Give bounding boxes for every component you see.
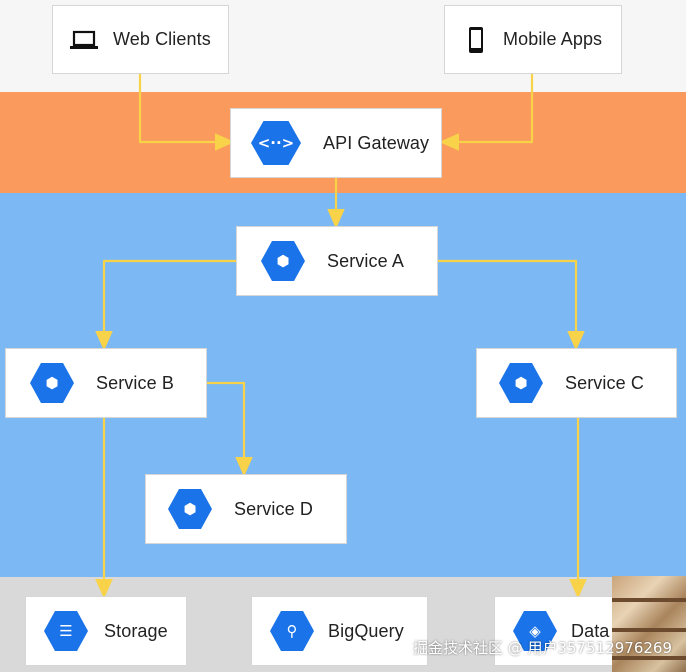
service-a-to-service-b-connector	[95, 259, 236, 351]
service-c-hexagon-icon: ⬢	[499, 363, 543, 403]
data-label: Data	[571, 620, 610, 641]
laptop-icon	[69, 29, 99, 51]
service-c-label: Service C	[565, 372, 644, 393]
storage-label: Storage	[104, 620, 168, 641]
web-clients-node[interactable]: Web Clients	[52, 5, 229, 74]
service-c-node[interactable]: ⬢ Service C	[476, 348, 677, 418]
service-b-label: Service B	[96, 372, 174, 393]
mobile-apps-node[interactable]: Mobile Apps	[444, 5, 622, 74]
service-a-to-service-c-connector	[438, 259, 585, 351]
bigquery-label: BigQuery	[328, 620, 404, 641]
mobile-to-gateway-connector	[439, 74, 534, 151]
web-to-gateway-connector	[138, 74, 235, 151]
api-gateway-icon: <··>	[251, 121, 301, 165]
service-b-hexagon-icon: ⬢	[30, 363, 74, 403]
service-a-hexagon-icon: ⬢	[261, 241, 305, 281]
storage-icon: ☰	[44, 611, 88, 651]
service-b-to-service-d-connector	[206, 381, 253, 477]
service-a-label: Service A	[327, 250, 404, 271]
mobile-apps-label: Mobile Apps	[503, 29, 603, 49]
data-node[interactable]: ◈ Data	[494, 596, 614, 666]
storage-node[interactable]: ☰ Storage	[25, 596, 187, 666]
service-d-label: Service D	[234, 498, 313, 519]
presenter-video-thumbnail	[612, 576, 686, 672]
watermark-text: 掘金技术社区 @ 用户357512976269	[412, 639, 672, 657]
api-gateway-node[interactable]: <··> API Gateway	[230, 108, 442, 178]
bigquery-icon: ⚲	[270, 611, 314, 651]
service-d-node[interactable]: ⬢ Service D	[145, 474, 347, 544]
bigquery-node[interactable]: ⚲ BigQuery	[251, 596, 428, 666]
service-d-hexagon-icon: ⬢	[168, 489, 212, 529]
service-a-node[interactable]: ⬢ Service A	[236, 226, 438, 296]
web-clients-label: Web Clients	[113, 29, 211, 49]
api-gateway-label: API Gateway	[323, 132, 430, 153]
mobile-phone-icon	[467, 26, 485, 54]
service-b-node[interactable]: ⬢ Service B	[5, 348, 207, 418]
